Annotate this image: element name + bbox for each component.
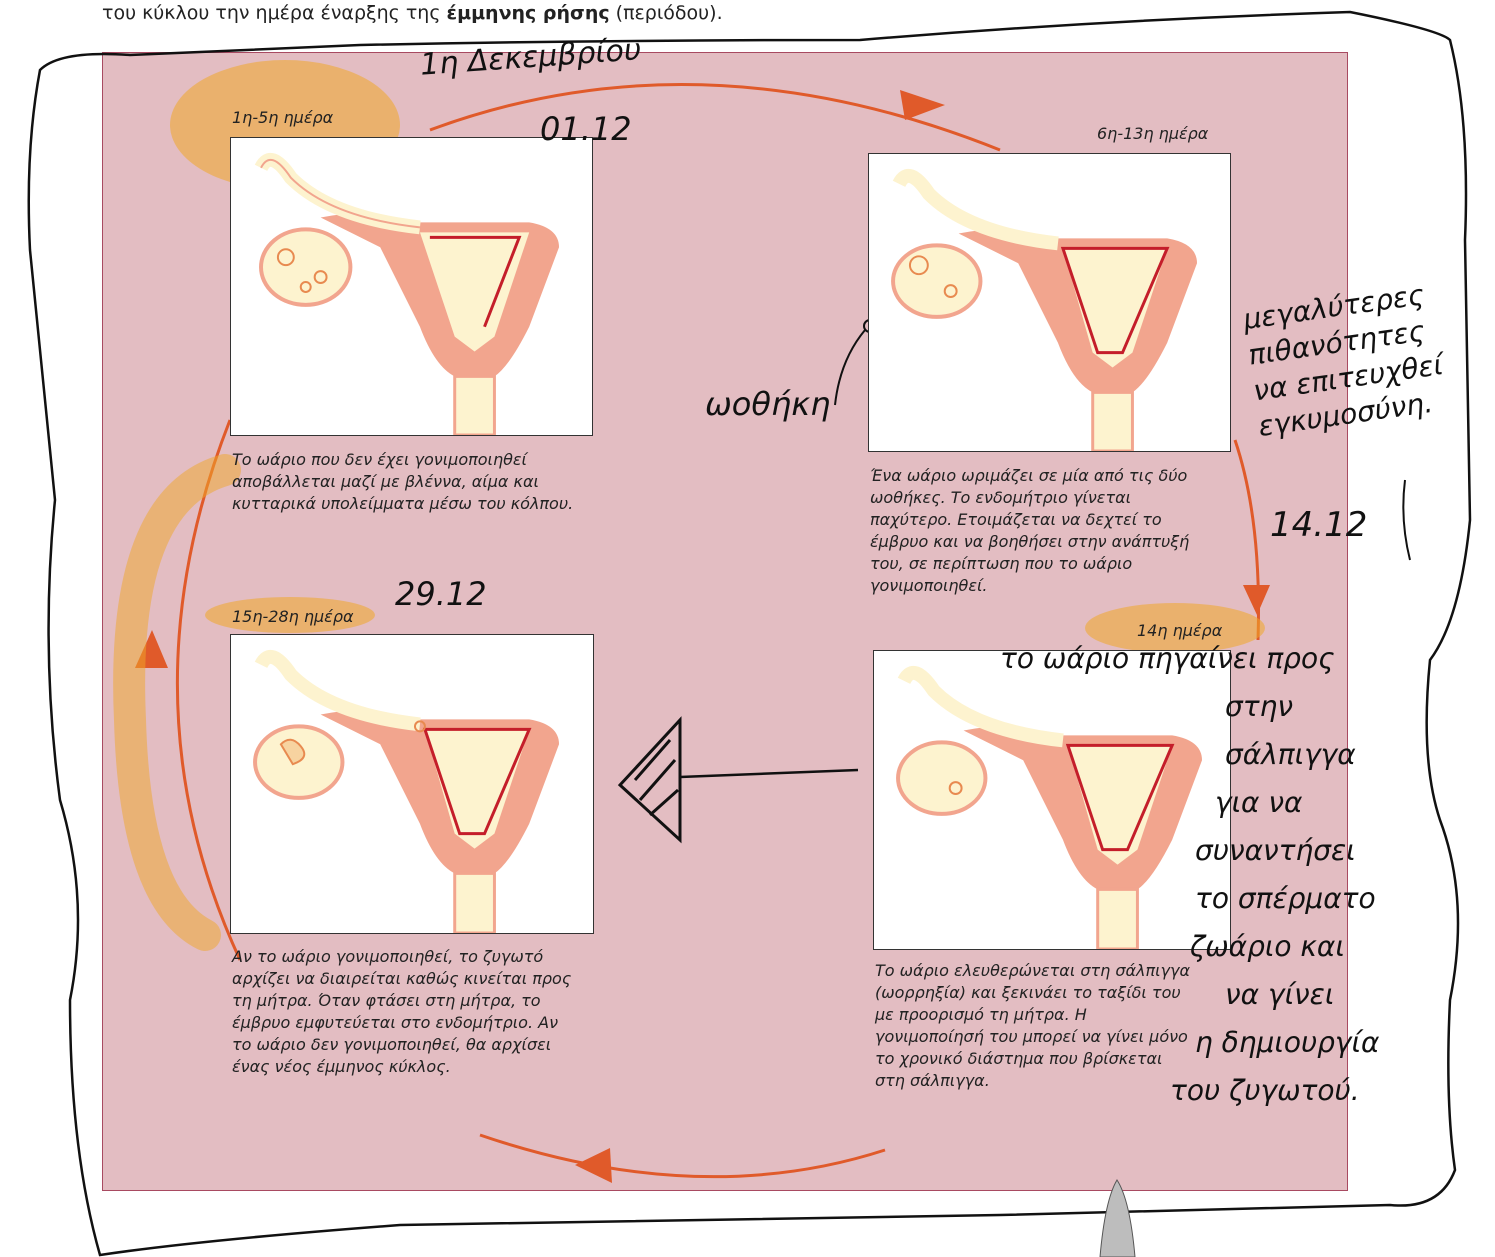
uterus-follicular-image	[869, 154, 1230, 451]
hand-ovum-line: να γίνει	[1000, 971, 1440, 1019]
hand-ovum-note: το ωάριο πηγαίνει προς στην σάλπιγγα για…	[1000, 635, 1440, 1115]
stage-1-label: 1η-5η ημέρα	[232, 108, 333, 127]
pen-right-vline	[1403, 480, 1410, 560]
stage-4-caption: Αν το ωάριο γονιμοποιηθεί, το ζυγωτό αρχ…	[232, 946, 577, 1078]
hand-ovary-note: ωοθήκη	[705, 385, 830, 423]
stage-1-illustration	[230, 137, 593, 436]
intro-bold: έμμηνης ρήσης	[447, 2, 610, 24]
stage-2-illustration	[868, 153, 1231, 452]
intro-post: (περιόδου).	[610, 2, 723, 24]
hand-ovum-line: του ζυγωτού.	[1000, 1067, 1440, 1115]
grey-blob	[1100, 1180, 1135, 1257]
hand-ovum-line: στην	[1000, 683, 1440, 731]
hand-date-bottom: 29.12	[395, 575, 487, 613]
hand-ovum-line: ζωάριο και	[1000, 923, 1440, 971]
stage-2-caption: Ένα ωάριο ωριμάζει σε μία από τις δύο ωο…	[870, 465, 1210, 597]
hand-ovum-line: συναντήσει	[1000, 827, 1440, 875]
stage-2-label: 6η-13η ημέρα	[1097, 124, 1208, 143]
hand-ovum-line: σάλπιγγα	[1000, 731, 1440, 779]
stage-4-illustration	[230, 634, 594, 934]
hand-ovum-line: το σπέρματο	[1000, 875, 1440, 923]
uterus-luteal-image	[231, 635, 593, 933]
hand-date-top-2: 01.12	[540, 110, 632, 148]
hand-ovum-line: η δημιουργία	[1000, 1019, 1440, 1067]
uterus-menstruation-image	[231, 138, 592, 435]
stage-4-label: 15η-28η ημέρα	[232, 607, 354, 626]
intro-pre: του κύκλου την ημέρα έναρξης της	[102, 2, 447, 24]
intro-text: του κύκλου την ημέρα έναρξης της έμμηνης…	[102, 2, 723, 24]
stage-1-caption: Το ωάριο που δεν έχει γονιμοποιηθεί αποβ…	[232, 449, 592, 515]
hand-ovum-line: το ωάριο πηγαίνει προς	[1000, 635, 1440, 683]
hand-right-date: 14.12	[1270, 505, 1367, 545]
hand-ovum-line: για να	[1000, 779, 1440, 827]
